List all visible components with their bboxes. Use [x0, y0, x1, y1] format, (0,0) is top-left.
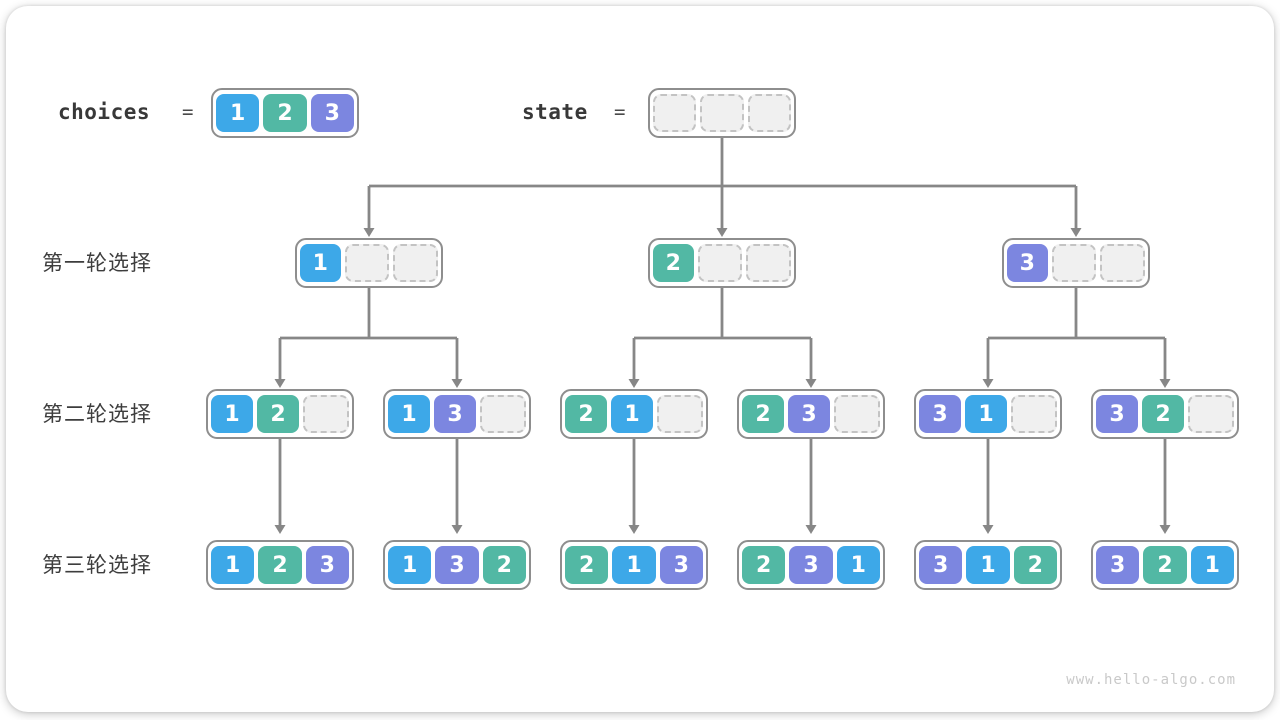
value-cell: 1 [388, 395, 430, 433]
site-watermark: www.hello-algo.com [1066, 672, 1236, 688]
empty-cell [657, 395, 703, 433]
value-cell: 1 [300, 244, 341, 282]
empty-cell [653, 94, 697, 132]
value-cell: 3 [659, 546, 703, 584]
state-equals-sign: = [614, 101, 626, 123]
value-cell: 3 [919, 546, 963, 584]
empty-cell [697, 244, 743, 282]
value-cell: 2 [565, 395, 607, 433]
state-node-r1-1: 1 [295, 238, 443, 288]
empty-cell [1051, 244, 1097, 282]
value-cell: 3 [919, 395, 961, 433]
empty-cell [1188, 395, 1234, 433]
empty-cell [303, 395, 349, 433]
value-cell: 2 [1142, 395, 1184, 433]
value-cell: 2 [1143, 546, 1187, 584]
value-cell: 1 [388, 546, 432, 584]
empty-cell [480, 395, 526, 433]
value-cell: 2 [482, 546, 526, 584]
empty-cell [746, 244, 792, 282]
value-cell: 3 [434, 395, 476, 433]
value-cell: 1 [965, 395, 1007, 433]
empty-cell [834, 395, 880, 433]
value-cell: 3 [1096, 395, 1138, 433]
state-label: state [522, 100, 588, 124]
value-cell: 3 [1096, 546, 1140, 584]
value-cell: 1 [216, 94, 260, 132]
empty-cell [344, 244, 390, 282]
value-cell: 2 [742, 546, 786, 584]
value-cell: 3 [788, 395, 830, 433]
value-cell: 2 [257, 395, 299, 433]
value-cell: 3 [1007, 244, 1048, 282]
value-cell: 3 [305, 546, 349, 584]
state-array [648, 88, 796, 138]
value-cell: 1 [966, 546, 1010, 584]
empty-cell [393, 244, 439, 282]
value-cell: 1 [211, 546, 255, 584]
empty-cell [700, 94, 744, 132]
value-cell: 1 [836, 546, 880, 584]
value-cell: 1 [611, 395, 653, 433]
state-node-r1-3: 3 [1002, 238, 1150, 288]
value-cell: 2 [263, 94, 307, 132]
choices-equals-sign: = [182, 101, 194, 123]
empty-cell [747, 94, 791, 132]
value-cell: 3 [435, 546, 479, 584]
value-cell: 1 [211, 395, 253, 433]
choices-label: choices [58, 100, 151, 124]
value-cell: 2 [653, 244, 694, 282]
value-cell: 2 [1013, 546, 1057, 584]
value-cell: 3 [310, 94, 354, 132]
value-cell: 1 [1190, 546, 1234, 584]
value-cell: 2 [742, 395, 784, 433]
value-cell: 1 [612, 546, 656, 584]
round-2-label: 第二轮选择 [42, 402, 152, 426]
value-cell: 3 [789, 546, 833, 584]
state-node-r1-2: 2 [648, 238, 796, 288]
empty-cell [1100, 244, 1146, 282]
round-1-label: 第一轮选择 [42, 251, 152, 275]
empty-cell [1011, 395, 1057, 433]
value-cell: 2 [565, 546, 609, 584]
round-3-label: 第三轮选择 [42, 553, 152, 577]
value-cell: 2 [258, 546, 302, 584]
